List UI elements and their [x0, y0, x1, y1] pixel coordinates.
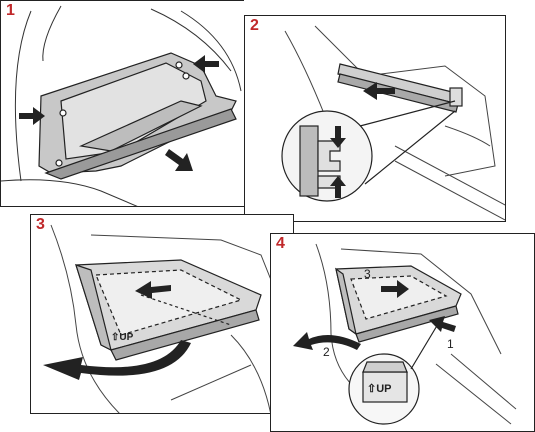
pollen-filter — [335, 265, 462, 343]
push-arrow-icon — [330, 126, 346, 148]
callout-3: 3 — [364, 267, 371, 281]
callout-2: 2 — [323, 345, 330, 359]
step-2-panel: 2 — [244, 15, 506, 222]
glove-box-illustration — [1, 5, 242, 206]
push-arrow-icon — [19, 107, 45, 125]
up-marking-magnifier — [348, 318, 442, 425]
step-4-number: 4 — [276, 235, 285, 252]
push-arrow-icon — [330, 176, 346, 198]
clip-detail-magnifier — [281, 100, 456, 202]
step-1-number: 1 — [6, 2, 15, 19]
pollen-filter — [75, 259, 262, 361]
push-arrow-icon — [429, 316, 456, 332]
clip-illustration — [281, 25, 505, 221]
step-3-panel: 3 ⇧UP — [30, 214, 294, 414]
glove-box — [38, 52, 237, 180]
filter-install-illustration: 3 2 1 ⇧UP — [293, 243, 517, 425]
rotate-arrow-icon — [293, 332, 361, 350]
pull-arrow-icon — [165, 149, 193, 171]
filter-cover — [337, 63, 463, 113]
step-3-number: 3 — [36, 216, 45, 233]
rotate-arrow-icon — [43, 340, 191, 380]
filter-removal-illustration: ⇧UP — [43, 224, 287, 413]
push-arrow-icon — [193, 55, 219, 73]
callout-1: 1 — [447, 337, 454, 351]
pull-arrow-icon — [135, 281, 171, 299]
step-2-number: 2 — [250, 17, 259, 34]
step-1-panel: 1 — [0, 0, 244, 207]
filter-up-label: ⇧UP — [111, 332, 134, 343]
step-4-panel: 4 3 2 1 — [270, 233, 535, 432]
magnified-up-label: ⇧UP — [367, 383, 392, 395]
pull-arrow-icon — [363, 82, 395, 100]
push-arrow-icon — [381, 280, 409, 298]
